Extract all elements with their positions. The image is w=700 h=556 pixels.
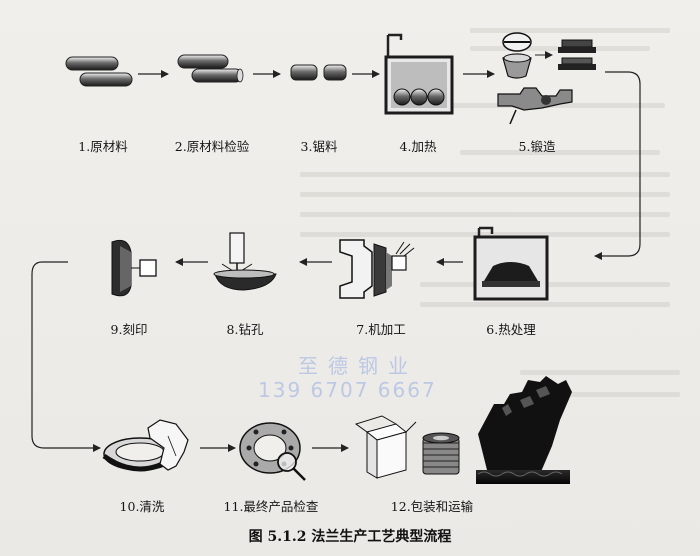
connector-9-10	[31, 261, 101, 452]
packaging-box-icon	[354, 415, 417, 479]
step-label-7: 7.机加工	[356, 322, 406, 337]
step-label-6: 6.热处理	[486, 322, 536, 337]
drilling-icon	[213, 232, 277, 291]
final-inspection-icon	[239, 422, 306, 481]
cleaning-icon	[102, 419, 189, 472]
material-inspection-icon	[177, 54, 244, 83]
marking-icon	[111, 239, 157, 297]
forging-icon	[497, 32, 596, 125]
heating-furnace-icon	[384, 33, 454, 115]
heat-treatment-icon	[473, 226, 549, 301]
sawing-icon	[290, 64, 347, 81]
flange-stack-icon	[422, 432, 460, 475]
cargo-ship-icon	[476, 376, 572, 484]
step-label-2: 2.原材料检验	[174, 139, 250, 154]
step-label-1: 1.原材料	[78, 139, 128, 154]
step-label-8: 8.钻孔	[226, 322, 264, 337]
step-label-12: 12.包装和运输	[390, 499, 474, 514]
step-label-3: 3.锯料	[300, 139, 338, 154]
step-label-5: 5.锻造	[518, 139, 556, 154]
step-label-9: 9.刻印	[110, 322, 148, 337]
machining-icon	[339, 239, 415, 299]
step-label-4: 4.加热	[399, 139, 437, 154]
step-label-10: 10.清洗	[119, 499, 165, 514]
step-label-11: 11.最终产品检查	[223, 499, 319, 514]
watermark-phone: 139 6707 6667	[258, 378, 437, 402]
connector-5-6	[594, 71, 641, 260]
figure-caption: 图 5.1.2 法兰生产工艺典型流程	[248, 529, 452, 545]
watermark-company: 至德钢业	[298, 354, 418, 378]
raw-material-icon	[65, 56, 133, 87]
